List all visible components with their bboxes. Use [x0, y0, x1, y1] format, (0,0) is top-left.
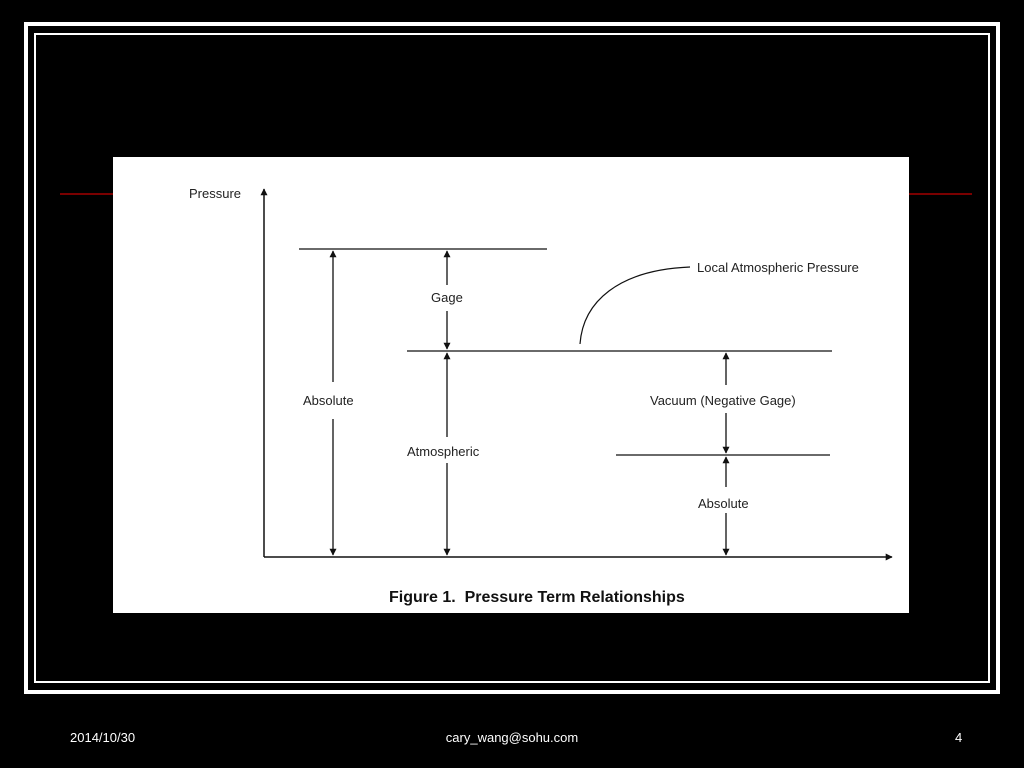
- vacuum-label: Vacuum (Negative Gage): [650, 393, 796, 408]
- slide-frame-inner: [34, 33, 990, 683]
- pressure-diagram-svg: Pressure Absolute Gage Atmospheric Local…: [189, 186, 893, 606]
- slide-frame-outer: [24, 22, 1000, 694]
- footer-date: 2014/10/30: [70, 730, 136, 745]
- footer-page-number: 4: [955, 730, 963, 745]
- gage-label: Gage: [431, 290, 463, 305]
- local-atmospheric-callout-curve: [579, 266, 691, 345]
- footer-email: cary_wang@sohu.com: [445, 730, 579, 745]
- absolute-right-label: Absolute: [698, 496, 749, 511]
- title-rule-left: [60, 193, 114, 195]
- absolute-left-label: Absolute: [303, 393, 354, 408]
- local-atmospheric-pressure-label: Local Atmospheric Pressure: [697, 260, 859, 275]
- title-rule-right: [908, 193, 972, 195]
- atmospheric-label: Atmospheric: [407, 444, 480, 459]
- y-axis-label: Pressure: [189, 186, 241, 201]
- pressure-diagram: Pressure Absolute Gage Atmospheric Local…: [113, 157, 909, 613]
- figure-caption: Figure 1. Pressure Term Relationships: [389, 589, 685, 606]
